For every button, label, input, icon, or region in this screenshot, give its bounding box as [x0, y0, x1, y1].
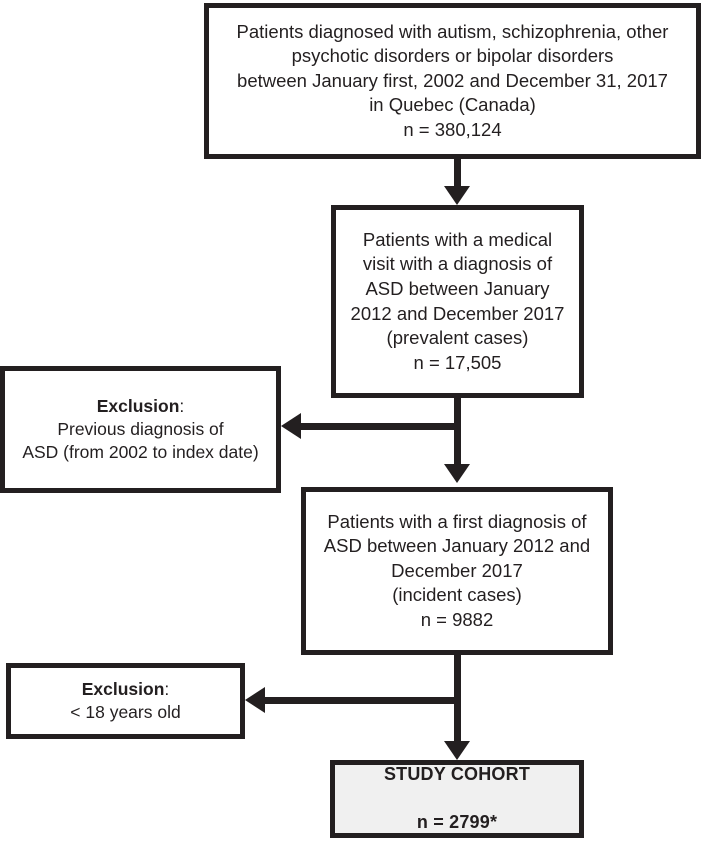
arrowhead-incident-to-cohort	[444, 741, 470, 760]
box-exclusion-previous-diagnosis-content: Exclusion:Previous diagnosis of ASD (fro…	[5, 395, 276, 465]
arrowhead-prevalent-to-incident	[444, 464, 470, 483]
connector-exclusion-age-line	[264, 697, 458, 704]
connector-exclusion-previous-diagnosis-line	[300, 423, 458, 430]
exclusion-age-text: < 18 years old	[70, 702, 181, 722]
box-exclusion-age-content: Exclusion: < 18 years old	[11, 678, 240, 725]
box-prevalent-cases-text: Patients with a medical visit with a dia…	[350, 228, 565, 373]
box-incident-cases-text: Patients with a first diagnosis of ASD b…	[323, 510, 591, 630]
box-study-cohort: STUDY COHORT n = 2799*	[330, 760, 584, 838]
box-prevalent-cases: Patients with a medical visit with a dia…	[331, 205, 584, 398]
arrowhead-source-to-prevalent	[444, 186, 470, 205]
connector-source-to-prevalent-line	[454, 159, 461, 188]
box-source-population-text: Patients diagnosed with autism, schizoph…	[236, 20, 669, 140]
box-study-cohort-content: STUDY COHORT n = 2799*	[335, 739, 579, 844]
box-source-population: Patients diagnosed with autism, schizoph…	[204, 3, 701, 159]
arrowhead-exclusion-previous-diagnosis	[281, 413, 301, 439]
exclusion-previous-diagnosis-text: Previous diagnosis of ASD (from 2002 to …	[22, 418, 259, 463]
study-cohort-label: STUDY COHORT	[383, 764, 531, 785]
exclusion-previous-diagnosis-title: Exclusion	[96, 395, 180, 416]
box-exclusion-previous-diagnosis: Exclusion:Previous diagnosis of ASD (fro…	[0, 366, 281, 493]
study-cohort-count: n = 2799*	[416, 811, 498, 832]
box-incident-cases: Patients with a first diagnosis of ASD b…	[301, 487, 613, 655]
exclusion-age-colon: :	[164, 678, 170, 699]
box-exclusion-age: Exclusion: < 18 years old	[6, 663, 245, 739]
exclusion-previous-diagnosis-colon: :	[179, 395, 185, 416]
arrowhead-exclusion-age	[245, 687, 265, 713]
exclusion-age-title: Exclusion	[81, 678, 165, 699]
connector-prevalent-to-incident-line	[454, 398, 461, 466]
